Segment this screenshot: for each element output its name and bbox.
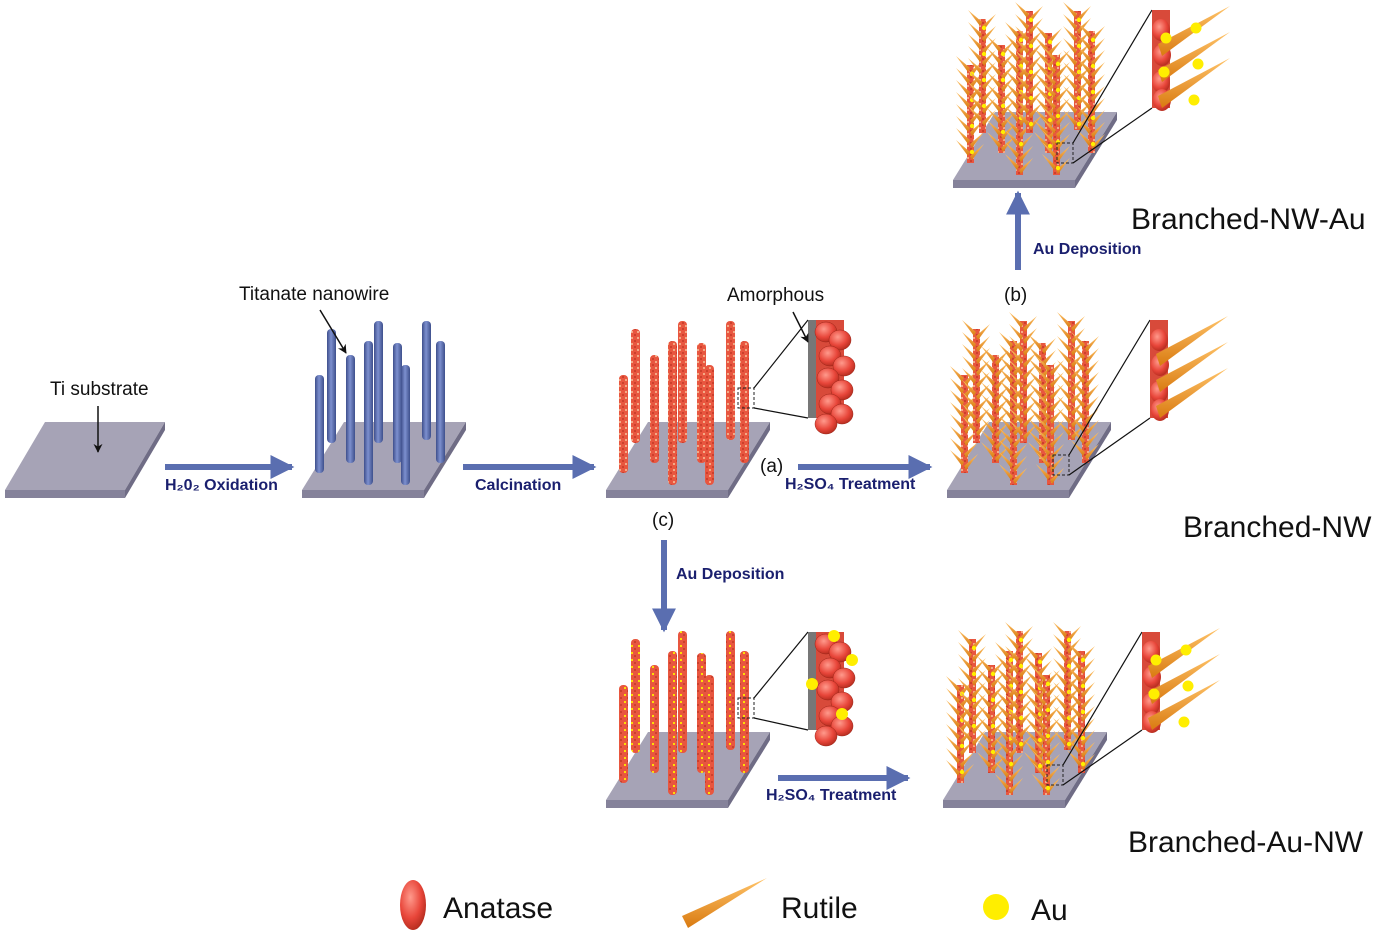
titanate-wire <box>327 329 336 443</box>
au-legend-icon <box>983 894 1009 920</box>
anatase-wire <box>678 321 687 443</box>
branched-zoom-inset <box>1052 316 1228 476</box>
anatase-legend-icon <box>400 880 426 930</box>
anatase-au-wire <box>678 631 687 753</box>
rutile-legend-icon <box>682 878 767 928</box>
anatase-au-wire <box>697 653 706 773</box>
branched-au-nw-wire <box>977 656 1005 773</box>
h2so4-arrow-label-c: H₂SO₄ Treatment <box>766 787 897 804</box>
titanate-wire <box>401 365 410 485</box>
label-a: (a) <box>760 456 783 477</box>
anatase-wire <box>726 321 735 440</box>
ti-substrate-1 <box>5 422 165 498</box>
branched-wire <box>1057 312 1085 440</box>
branched-au-wire <box>987 36 1015 153</box>
titanate-wire <box>374 321 383 443</box>
branched-au-nw-wire <box>1032 666 1060 795</box>
anatase-au-wire <box>668 651 677 795</box>
branched-au-wire <box>1042 46 1070 175</box>
amorphous-label: Amorphous <box>727 285 824 306</box>
titanate-wire <box>315 375 324 473</box>
product-branched-nw: Branched-NW <box>1183 511 1372 544</box>
anatase-au-wire <box>740 651 749 773</box>
branched-au-nw-wire <box>958 630 986 753</box>
branched-au-nw-wire <box>1067 642 1095 773</box>
titanate-wire <box>346 355 355 463</box>
branched-nw-au-zoom-inset <box>1056 6 1230 164</box>
h2so4-arrow-label-a: H₂SO₄ Treatment <box>785 476 916 493</box>
titanate-nanowire-label: Titanate nanowire <box>239 284 389 305</box>
product-branched-au-nw: Branched-Au-NW <box>1128 826 1364 859</box>
anatase-wire <box>631 329 640 443</box>
au-dep-label-c: Au Deposition <box>676 566 784 583</box>
anatase-au-wire <box>705 675 714 795</box>
branched-au-nw-wire <box>1053 622 1081 750</box>
h2o2-arrow-label: H₂0₂ Oxidation <box>165 477 278 494</box>
anatase-au-wire <box>619 685 628 783</box>
anatase-au-wire <box>631 639 640 753</box>
anatase-wire <box>697 343 706 463</box>
branched-au-nw-zoom-inset <box>1046 628 1220 786</box>
titanate-wire <box>436 341 445 463</box>
label-b: (b) <box>1004 285 1027 306</box>
anatase-wire <box>650 355 659 463</box>
product-branched-nw-au: Branched-NW-Au <box>1131 203 1366 236</box>
amorphous-au-zoom-inset <box>737 630 858 747</box>
titanate-pointer <box>319 309 347 354</box>
branched-wire <box>1036 356 1064 485</box>
branched-wire <box>1071 332 1099 463</box>
anatase-wire <box>740 341 749 463</box>
anatase-au-wire <box>726 631 735 750</box>
legend-rutile: Rutile <box>781 892 858 925</box>
titanate-wire <box>393 343 402 463</box>
titanate-wire <box>422 321 431 440</box>
branched-au-wire <box>1063 2 1091 130</box>
legend-au: Au <box>1031 894 1068 927</box>
ti-substrate-label: Ti substrate <box>50 379 149 400</box>
titanate-wire <box>364 341 373 485</box>
branched-wire <box>981 346 1009 463</box>
label-c: (c) <box>652 510 674 531</box>
anatase-wire <box>705 365 714 485</box>
branched-au-nw-wire <box>1005 622 1033 753</box>
legend-anatase: Anatase <box>443 892 553 925</box>
anatase-au-wire <box>650 665 659 773</box>
anatase-wire <box>619 375 628 473</box>
au-dep-label-b: Au Deposition <box>1033 241 1141 258</box>
branched-au-wire <box>1077 22 1105 153</box>
anatase-wire <box>668 341 677 485</box>
amorphous-zoom-inset <box>737 319 856 435</box>
calcination-arrow-label: Calcination <box>475 477 561 494</box>
amorphous-pointer <box>792 311 809 343</box>
